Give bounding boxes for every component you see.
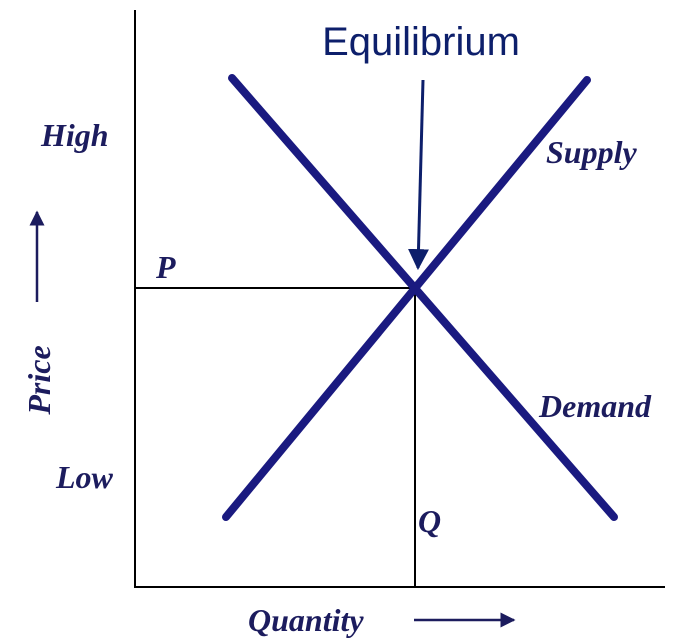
y-axis-label-group: Price — [21, 345, 57, 415]
price-marker-label: P — [155, 249, 176, 285]
price-high-label: High — [40, 117, 109, 153]
x-axis-label: Quantity — [248, 602, 364, 638]
supply-curve — [222, 76, 591, 521]
y-axis-label: Price — [21, 345, 57, 415]
supply-label: Supply — [546, 134, 637, 170]
demand-curve — [228, 74, 618, 521]
quantity-marker-label: Q — [418, 503, 441, 539]
demand-label: Demand — [538, 388, 652, 424]
equilibrium-arrow — [408, 79, 429, 271]
equilibrium-annotation: Equilibrium — [322, 20, 520, 64]
price-low-label: Low — [55, 459, 114, 495]
